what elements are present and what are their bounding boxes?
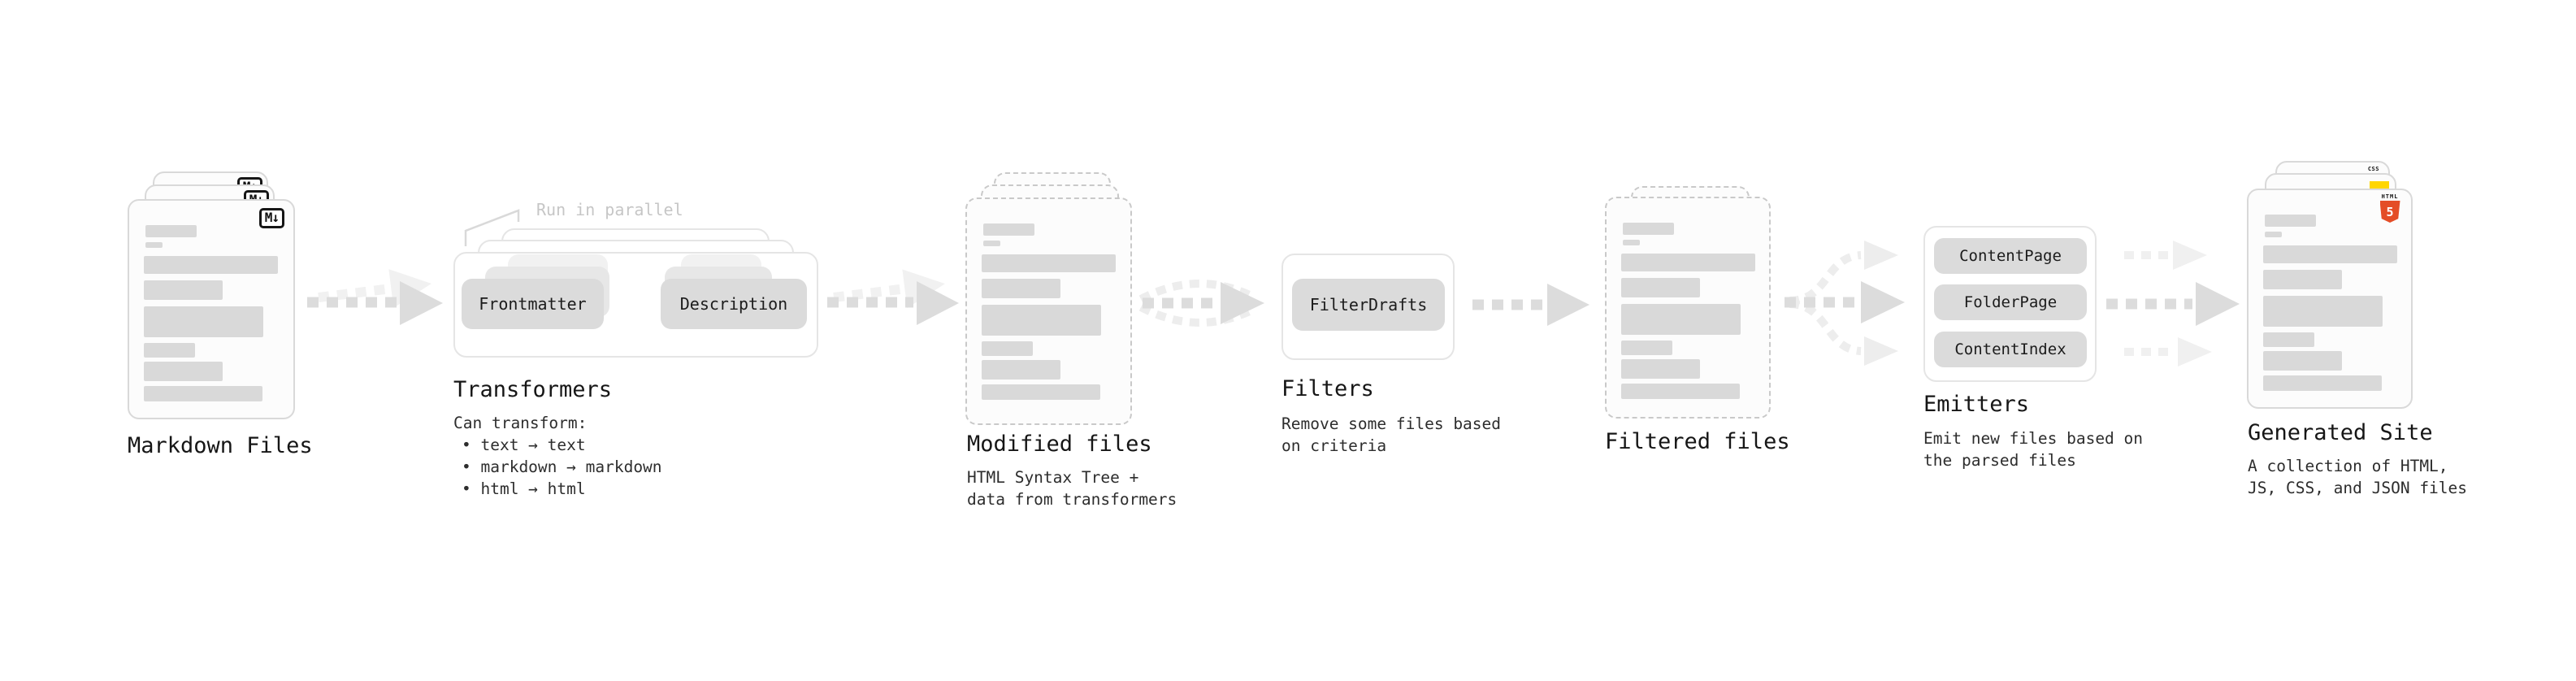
modified-files-note: HTML Syntax Tree + data from transformer… (967, 466, 1177, 510)
markdown-files-title: Markdown Files (128, 433, 313, 458)
placeholder-bar (144, 343, 195, 358)
note-line: JS, CSS, and JSON files (2248, 479, 2468, 497)
filtered-file-card (1605, 197, 1771, 419)
placeholder-bar (1621, 278, 1700, 297)
content-index-chip: ContentIndex (1934, 332, 2087, 367)
filters-title: Filters (1281, 376, 1374, 401)
arrow-markdown-to-transformers (307, 269, 443, 325)
placeholder-bar (145, 225, 197, 237)
placeholder-bar (2265, 215, 2316, 227)
note-line: Emit new files based on (1923, 429, 2144, 448)
markdown-file-card: M↓ (128, 199, 295, 419)
arrow-transformers-to-modified (827, 269, 959, 325)
filtered-files-title: Filtered files (1605, 429, 1790, 454)
frontmatter-chip: Frontmatter (462, 279, 604, 329)
transformers-title: Transformers (453, 377, 613, 402)
markdown-icon: M↓ (258, 208, 284, 228)
annotation-leader-line (464, 209, 520, 246)
emitters-title: Emitters (1923, 392, 2030, 417)
placeholder-bar (982, 254, 1116, 272)
html5-word: HTML (2381, 193, 2399, 200)
site-file-card-html: HTML 5 (2247, 189, 2413, 409)
arrow-modified-to-filters (1138, 280, 1264, 327)
placeholder-bar (983, 241, 1000, 246)
placeholder-bar (2263, 375, 2382, 391)
placeholder-bar (982, 384, 1100, 400)
filter-drafts-chip: FilterDrafts (1292, 279, 1445, 331)
placeholder-bar (2263, 332, 2314, 347)
placeholder-bar (982, 341, 1033, 356)
placeholder-bar (144, 386, 262, 401)
note-line: • text → text (462, 436, 586, 454)
arrow-filters-to-filtered (1472, 284, 1589, 326)
note-line: on criteria (1281, 436, 1387, 455)
html5-icon: HTML 5 (2379, 193, 2400, 223)
note-line: • html → html (462, 479, 586, 498)
placeholder-bar (144, 280, 223, 300)
placeholder-bar (1621, 304, 1741, 335)
placeholder-bar (2263, 351, 2342, 371)
placeholder-bar (145, 242, 163, 248)
note-line: • markdown → markdown (462, 458, 662, 476)
arrow-filtered-to-emitters (1785, 241, 1905, 366)
placeholder-bar (982, 279, 1060, 298)
note-line: Can transform: (453, 414, 588, 432)
placeholder-bar (983, 223, 1034, 236)
js-file-icon (2370, 181, 2389, 190)
placeholder-bar (1621, 254, 1755, 271)
generated-site-title: Generated Site (2248, 420, 2433, 445)
placeholder-bar (144, 256, 278, 274)
folder-page-chip: FolderPage (1934, 284, 2087, 320)
placeholder-bar (982, 305, 1101, 336)
html5-shield: 5 (2379, 201, 2400, 223)
content-page-chip: ContentPage (1934, 238, 2087, 274)
placeholder-bar (2263, 245, 2397, 263)
note-line: data from transformers (967, 490, 1177, 509)
placeholder-bar (1621, 359, 1700, 379)
arrow-emitters-to-site (2106, 241, 2240, 367)
placeholder-bar (982, 360, 1060, 380)
placeholder-bar (144, 306, 263, 337)
placeholder-bar (1621, 340, 1672, 355)
modified-files-title: Modified files (967, 432, 1152, 457)
placeholder-bar (1623, 240, 1640, 245)
placeholder-bar (1621, 384, 1740, 399)
run-in-parallel-annotation: Run in parallel (536, 200, 683, 219)
description-chip: Description (661, 279, 807, 329)
placeholder-bar (2263, 296, 2383, 327)
placeholder-bar (2263, 270, 2342, 289)
note-line: the parsed files (1923, 451, 2076, 470)
note-line: A collection of HTML, (2248, 457, 2448, 475)
placeholder-bar (1623, 223, 1674, 235)
filters-note: Remove some files based on criteria (1281, 413, 1501, 457)
emitters-note: Emit new files based on the parsed files (1923, 427, 2143, 471)
transformers-note: Can transform: • text → text • markdown … (453, 412, 662, 500)
generated-site-note: A collection of HTML, JS, CSS, and JSON … (2248, 455, 2467, 499)
modified-file-card (965, 197, 1132, 425)
placeholder-bar (2265, 232, 2282, 237)
note-line: HTML Syntax Tree + (967, 468, 1139, 487)
note-line: Remove some files based (1281, 414, 1502, 433)
placeholder-bar (144, 362, 223, 381)
